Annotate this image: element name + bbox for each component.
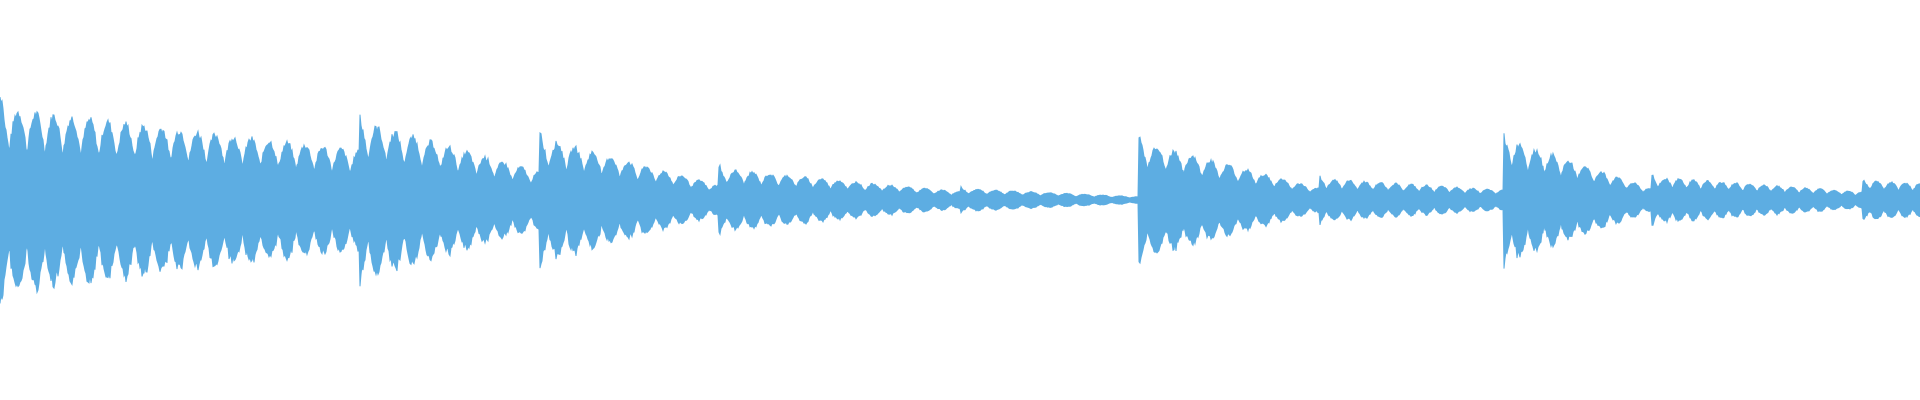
waveform-envelope (0, 97, 1920, 304)
